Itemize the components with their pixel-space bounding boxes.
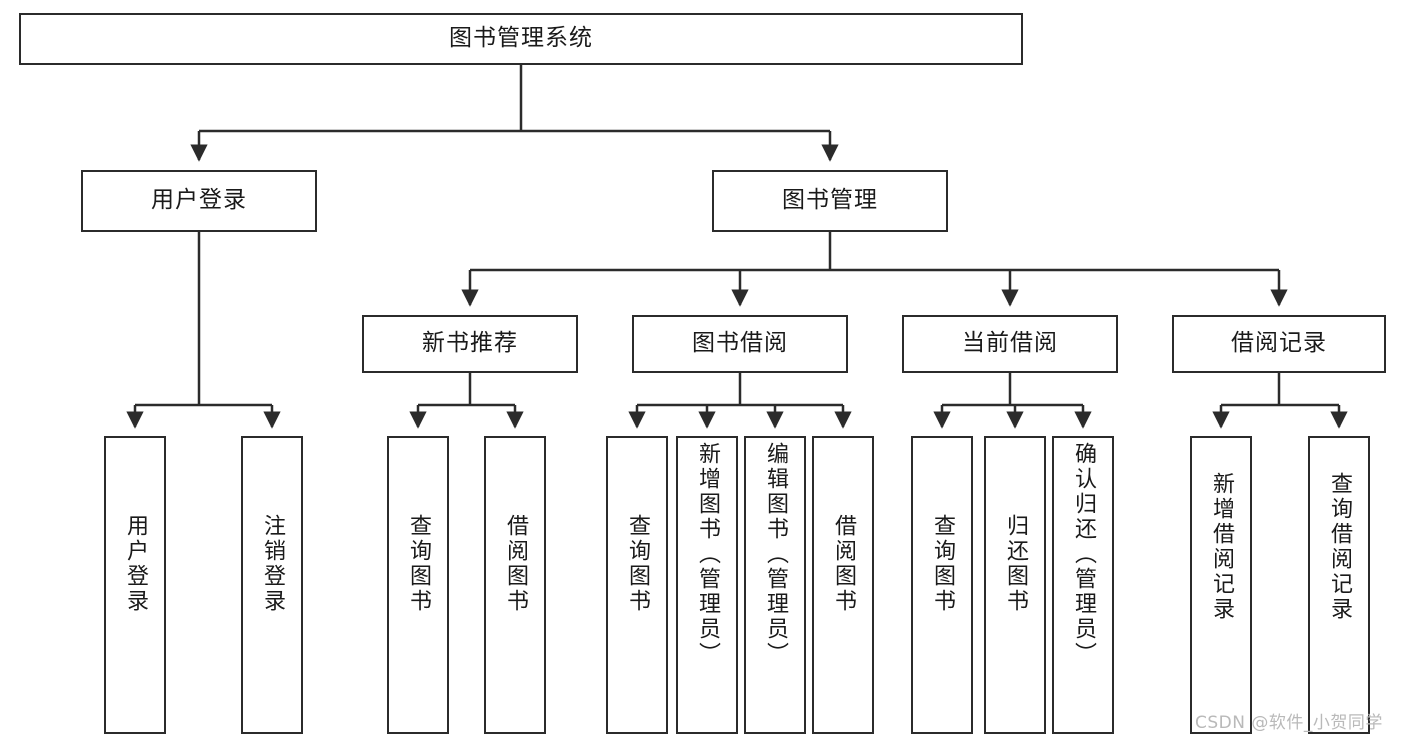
edge-current-to-leaves (933, 373, 1092, 429)
node-label: 当前借阅 (962, 330, 1058, 357)
leaf-borrow-book[interactable]: 借阅图书 (812, 436, 874, 734)
leaf-add-borrow-record[interactable]: 新增借阅记录 (1190, 436, 1252, 734)
edge-root-to-level2 (190, 65, 839, 162)
watermark-text: CSDN @软件_小贺同学 (1195, 713, 1383, 733)
node-label: 借阅记录 (1231, 330, 1327, 357)
node-label: 图书管理系统 (449, 25, 593, 52)
node-label: 编辑图书（管理员） (763, 442, 788, 667)
node-label: 查询图书 (930, 514, 955, 614)
leaf-add-book-admin[interactable]: 新增图书（管理员） (676, 436, 738, 734)
csdn-watermark: CSDN @软件_小贺同学 (1195, 708, 1383, 733)
node-label: 新书推荐 (422, 330, 518, 357)
node-label: 图书管理 (782, 187, 878, 214)
node-user-login[interactable]: 用户登录 (81, 170, 317, 232)
node-label: 注销登录 (260, 514, 285, 614)
node-label: 查询图书 (406, 514, 431, 614)
leaf-edit-book-admin[interactable]: 编辑图书（管理员） (744, 436, 806, 734)
edge-newbook-to-leaves (409, 373, 524, 429)
node-label: 归还图书 (1003, 514, 1028, 614)
node-label: 查询图书 (625, 514, 650, 614)
node-root-system[interactable]: 图书管理系统 (19, 13, 1023, 65)
node-label: 新增借阅记录 (1209, 472, 1234, 622)
leaf-logout-login[interactable]: 注销登录 (241, 436, 303, 734)
leaf-user-login[interactable]: 用户登录 (104, 436, 166, 734)
node-label: 新增图书（管理员） (695, 442, 720, 667)
leaf-borrow-book-recommend[interactable]: 借阅图书 (484, 436, 546, 734)
leaf-return-book[interactable]: 归还图书 (984, 436, 1046, 734)
leaf-query-book-borrow[interactable]: 查询图书 (606, 436, 668, 734)
leaf-query-borrow-record[interactable]: 查询借阅记录 (1308, 436, 1370, 734)
edge-record-to-leaves (1212, 373, 1348, 429)
node-new-book-recommend[interactable]: 新书推荐 (362, 315, 578, 373)
node-label: 确认归还（管理员） (1071, 442, 1096, 667)
edge-bookmgmt-to-level3 (461, 232, 1288, 307)
node-label: 用户登录 (151, 187, 247, 214)
node-book-management[interactable]: 图书管理 (712, 170, 948, 232)
edge-userlogin-to-leaves (126, 232, 281, 429)
node-label: 查询借阅记录 (1327, 472, 1352, 622)
node-borrow-record[interactable]: 借阅记录 (1172, 315, 1386, 373)
node-current-borrow[interactable]: 当前借阅 (902, 315, 1118, 373)
node-book-borrow[interactable]: 图书借阅 (632, 315, 848, 373)
node-label: 借阅图书 (503, 514, 528, 614)
leaf-confirm-return-admin[interactable]: 确认归还（管理员） (1052, 436, 1114, 734)
node-label: 用户登录 (123, 514, 148, 614)
edge-borrow-to-leaves (628, 373, 852, 429)
leaf-query-book-current[interactable]: 查询图书 (911, 436, 973, 734)
leaf-query-book-recommend[interactable]: 查询图书 (387, 436, 449, 734)
node-label: 图书借阅 (692, 330, 788, 357)
node-label: 借阅图书 (831, 514, 856, 614)
